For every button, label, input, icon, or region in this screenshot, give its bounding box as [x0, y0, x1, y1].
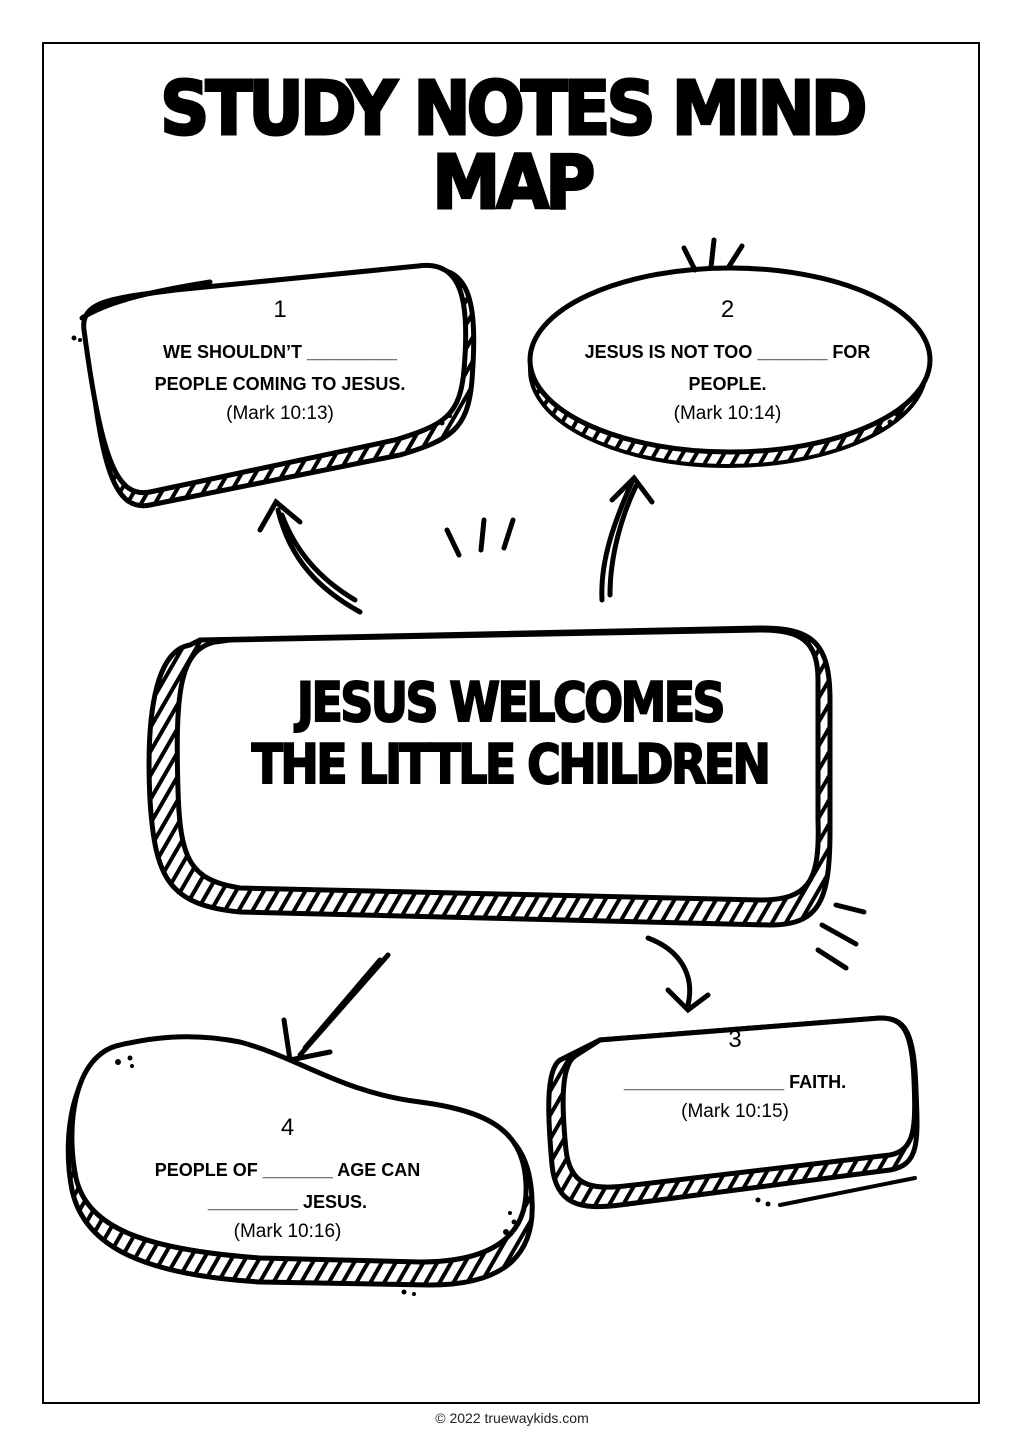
emphasis-marks-top	[681, 237, 745, 273]
node-3-number: 3	[728, 1026, 742, 1053]
node-4-bubble	[65, 1034, 535, 1296]
node-3-reference: (Mark 10:15)	[681, 1101, 789, 1122]
node-1-prompt-line2: PEOPLE COMING TO JESUS.	[154, 374, 406, 394]
node-4: 4 PEOPLE OF _______ AGE CAN _________ JE…	[130, 1116, 445, 1246]
copyright-footer: © 2022 truewaykids.com	[435, 1410, 589, 1426]
central-topic-line1: JESUS WELCOMES	[296, 671, 726, 735]
arrow-to-node-4	[281, 952, 391, 1063]
node-2-bubble	[527, 265, 933, 468]
arrow-to-node-1	[257, 498, 363, 615]
node-1-number: 1	[273, 296, 287, 323]
node-4-number: 4	[280, 1114, 295, 1141]
node-1: 1 WE SHOULDN’T _________ PEOPLE COMING T…	[120, 298, 440, 428]
emphasis-marks-right	[815, 902, 867, 971]
node-1-bubble	[71, 262, 477, 509]
node-3: 3 ________________ FAITH. (Mark 10:15)	[585, 1028, 885, 1126]
arrow-to-node-2	[599, 474, 655, 603]
node-2-prompt-line1: JESUS IS NOT TOO _______ FOR	[584, 342, 871, 362]
node-2-number: 2	[720, 296, 735, 323]
node-1-reference: (Mark 10:13)	[226, 403, 334, 424]
node-2: 2 JESUS IS NOT TOO _______ FOR PEOPLE. (…	[550, 298, 905, 428]
node-2-reference: (Mark 10:14)	[673, 403, 782, 424]
node-1-prompt-line1: WE SHOULDN’T _________	[162, 342, 398, 362]
arrow-to-node-3	[645, 935, 711, 1014]
page-border	[42, 42, 980, 1404]
central-topic: JESUS WELCOMES THE LITTLE CHILDREN	[247, 671, 774, 797]
node-3-prompt-line1: ________________ FAITH.	[623, 1072, 847, 1092]
node-3-bubble	[546, 1015, 920, 1210]
node-4-reference: (Mark 10:16)	[233, 1221, 342, 1242]
node-2-prompt-line2: PEOPLE.	[688, 374, 767, 394]
node-4-prompt-line1: PEOPLE OF _______ AGE CAN	[154, 1160, 421, 1180]
central-bubble	[146, 625, 833, 928]
node-4-prompt-line2: _________ JESUS.	[207, 1192, 368, 1212]
emphasis-marks-center	[444, 517, 516, 558]
page-title: STUDY NOTES MIND MAP	[159, 66, 869, 226]
central-topic-line2: THE LITTLE CHILDREN	[251, 733, 772, 797]
